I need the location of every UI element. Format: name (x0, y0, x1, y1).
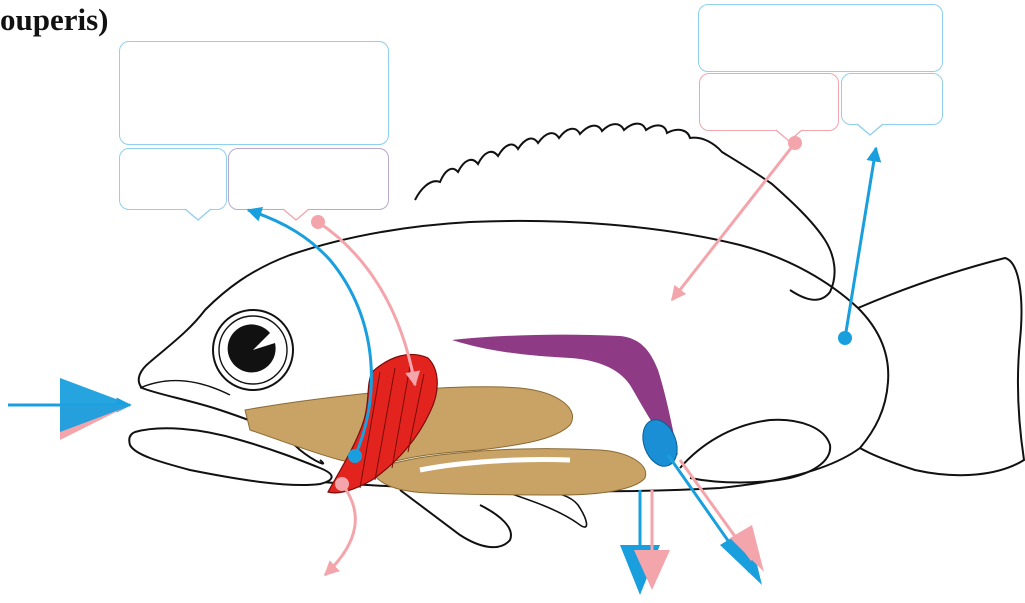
gill-blue-dot (348, 449, 362, 463)
gill-pink-dot (335, 477, 349, 491)
kidney (637, 415, 683, 471)
body-blue-dot (838, 331, 852, 345)
right-box-pink-dot (788, 136, 802, 150)
gill-pink-out-arrow (325, 484, 355, 575)
callout-notch-left (185, 209, 211, 220)
caudal-fin (858, 258, 1024, 475)
anal-fin (680, 420, 830, 483)
dorsal-fin (415, 124, 835, 300)
callout-notch-right-blue (857, 124, 883, 135)
eye-pupil (228, 324, 276, 372)
right-box-pink-arrow (672, 143, 795, 300)
callout-notch-left-pink (283, 209, 309, 220)
belly-fin-lower (500, 490, 587, 527)
box-pink-dot (311, 215, 325, 229)
mouth-lip (140, 381, 230, 395)
water-inflow-blue-head (60, 378, 132, 432)
pelvic-fin (400, 490, 511, 547)
